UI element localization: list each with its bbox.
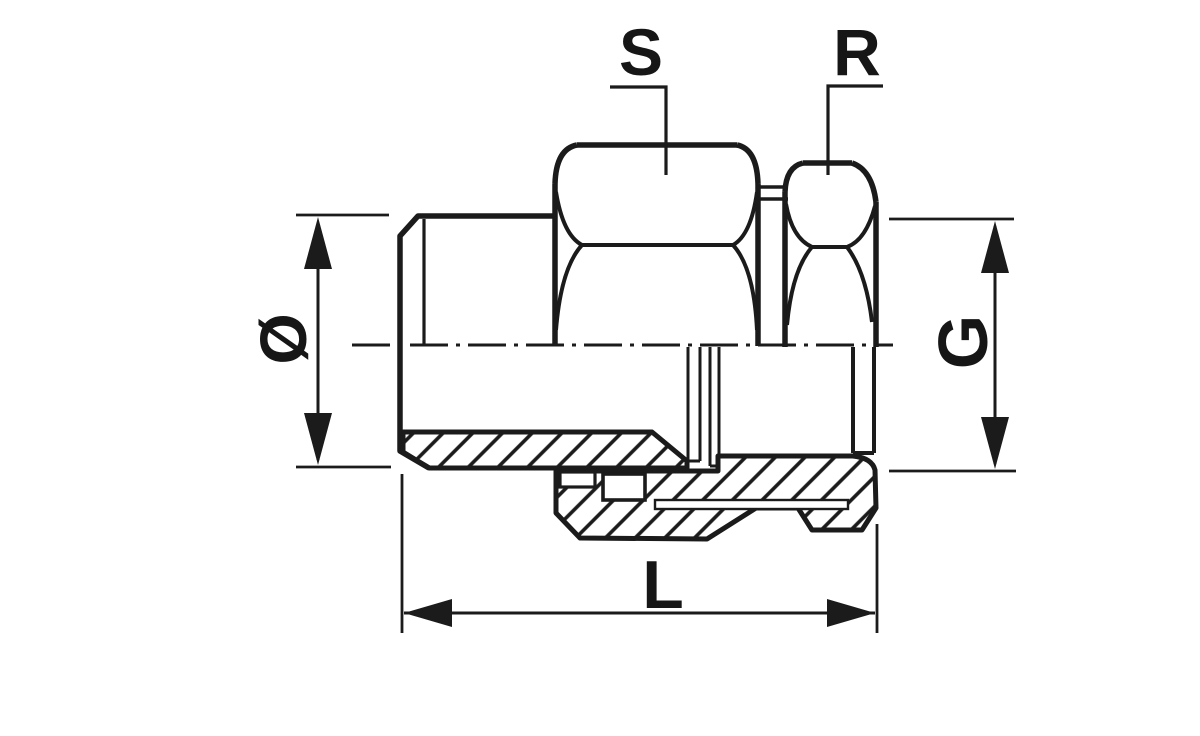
leader-nut-hex bbox=[610, 85, 668, 175]
seat-notch bbox=[558, 470, 647, 502]
arrow-up-icon bbox=[304, 217, 332, 269]
section-pipe-wall bbox=[400, 429, 690, 471]
dimension-length bbox=[400, 474, 879, 633]
union-nut-hex bbox=[552, 142, 761, 346]
nut-hex-label: S bbox=[619, 15, 663, 89]
body-hex-label: R bbox=[833, 15, 881, 89]
dimension-thread bbox=[889, 217, 1016, 473]
thread-label: G bbox=[924, 315, 1002, 369]
joint-face-lines bbox=[686, 347, 876, 468]
arrow-up-icon bbox=[981, 221, 1009, 273]
length-label: L bbox=[642, 547, 684, 623]
dimension-diameter bbox=[296, 213, 391, 469]
leader-body-hex bbox=[826, 84, 883, 175]
arrow-right-icon bbox=[827, 599, 875, 627]
body-hex bbox=[782, 160, 879, 347]
diameter-label: Ø bbox=[246, 313, 320, 364]
arrow-down-icon bbox=[981, 417, 1009, 469]
arrow-down-icon bbox=[304, 413, 332, 465]
arrow-left-icon bbox=[404, 599, 452, 627]
thread-gap-strip bbox=[653, 498, 850, 511]
